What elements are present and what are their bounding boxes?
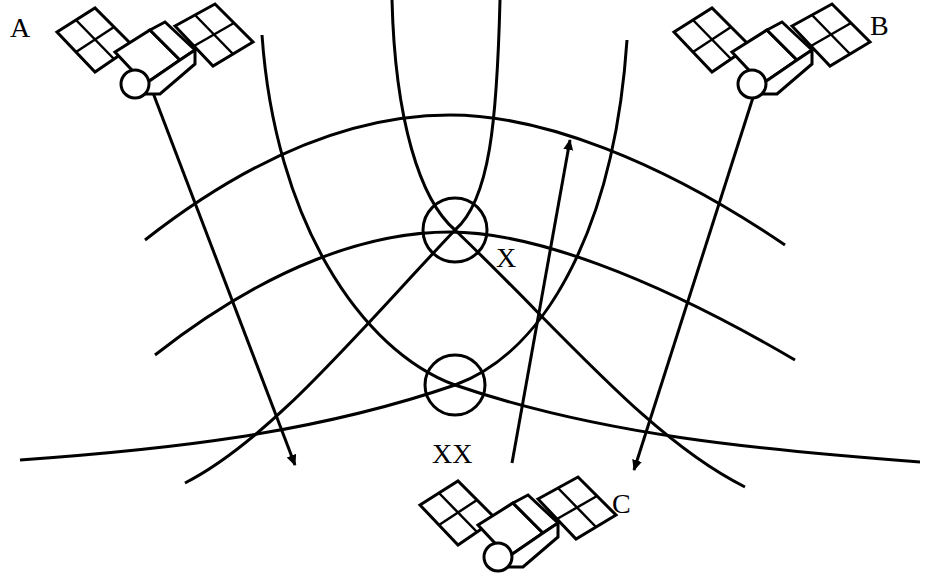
- point-label: A: [10, 14, 30, 42]
- point-label: B: [870, 12, 889, 40]
- point-label: C: [612, 490, 631, 518]
- point-label: XX: [432, 440, 472, 468]
- point-label: X: [496, 244, 516, 272]
